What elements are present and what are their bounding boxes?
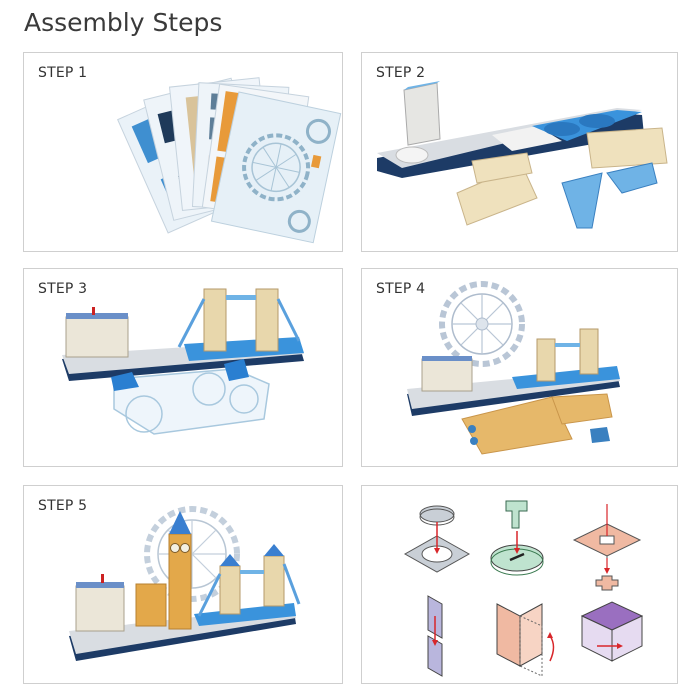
tab-into-slot-icon xyxy=(490,500,544,576)
page-title: Assembly Steps xyxy=(24,8,223,37)
palace-and-bridge-assembled-illustration xyxy=(62,288,304,435)
fold-and-lock-icon xyxy=(496,603,555,677)
step-label: STEP 4 xyxy=(376,281,426,297)
box-tab-lock-icon xyxy=(580,601,644,662)
step-4-panel: STEP 4 xyxy=(361,268,678,467)
step-label: STEP 3 xyxy=(38,281,88,297)
cross-through-plate-icon xyxy=(572,504,642,591)
step-label: STEP 5 xyxy=(38,498,88,514)
base-and-bridge-parts-illustration xyxy=(377,81,668,229)
london-eye-added-illustration xyxy=(407,281,620,455)
puzzle-sheets-illustration xyxy=(117,77,342,244)
step-5-panel: STEP 5 xyxy=(23,485,343,684)
step-label: STEP 2 xyxy=(376,65,426,81)
assembly-techniques-illustration xyxy=(403,500,644,677)
slot-interlock-icon xyxy=(427,595,443,677)
step-3-panel: STEP 3 xyxy=(23,268,343,467)
assembly-technique-diagram-panel xyxy=(361,485,678,684)
step-label: STEP 1 xyxy=(38,65,88,81)
disc-into-ring-icon xyxy=(403,505,471,573)
step-2-panel: STEP 2 xyxy=(361,52,678,252)
step-1-panel: STEP 1 xyxy=(23,52,343,252)
completed-skyline-illustration xyxy=(69,506,301,661)
